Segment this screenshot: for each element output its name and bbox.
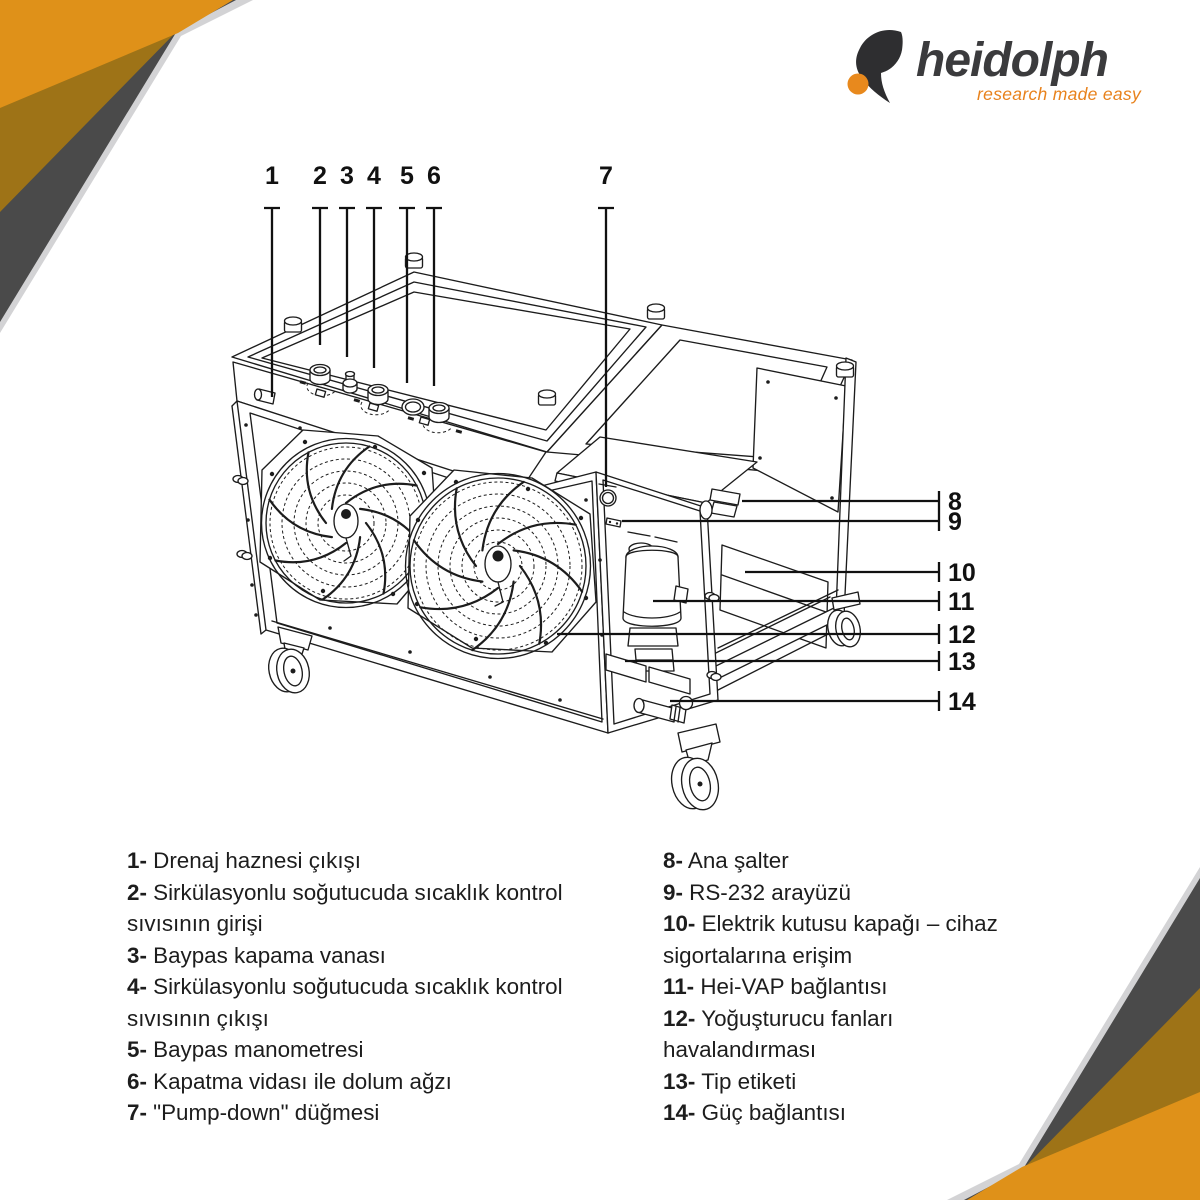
main-switch-knob xyxy=(699,488,741,520)
svg-text:9: 9 xyxy=(948,508,962,536)
svg-text:8: 8 xyxy=(948,488,962,516)
tray-bumper-icon xyxy=(283,316,303,333)
caster-front-right xyxy=(670,723,721,811)
svg-text:14: 14 xyxy=(948,688,976,716)
filler-port xyxy=(428,401,450,424)
legend-item-10: 10- Elektrik kutusu kapağı – cihaz sigor… xyxy=(663,911,998,968)
bypass-manometer xyxy=(401,398,425,416)
callout-7: 7 xyxy=(598,162,614,487)
panel-bolt-icon xyxy=(232,474,249,486)
svg-text:11: 11 xyxy=(948,588,975,616)
caster-left xyxy=(268,626,313,694)
legend-item-3: 3- Baypas kapama vanası xyxy=(127,942,386,968)
caster-rear-right xyxy=(827,591,861,648)
legend-item-13: 13- Tip etiketi xyxy=(663,1068,797,1094)
legend-item-9: 9- RS-232 arayüzü xyxy=(663,879,851,905)
rs232-port xyxy=(605,517,622,528)
condenser-fan-left xyxy=(259,429,439,609)
condenser-fan-right xyxy=(404,469,597,660)
legend-column-left: 1- Drenaj haznesi çıkışı 2- Sirkülasyonl… xyxy=(127,845,632,1129)
heidolph-logo: heidolph research made easy xyxy=(847,29,1142,104)
recirculating-chiller-diagram xyxy=(231,252,861,811)
legend-column-right: 8- Ana şalter 9- RS-232 arayüzü 10- Elek… xyxy=(663,845,1103,1129)
callout-8: 8 xyxy=(742,488,962,516)
callout-14: 14 xyxy=(670,688,976,716)
legend-item-2: 2- Sirkülasyonlu soğutucuda sıcaklık kon… xyxy=(127,879,563,937)
front-panel xyxy=(231,388,609,734)
corner-decoration-top-left xyxy=(0,0,253,333)
rear-wall-panel xyxy=(752,367,847,513)
callouts-right: 8 9 10 11 12 13 14 xyxy=(557,488,976,716)
svg-text:12: 12 xyxy=(948,621,976,649)
frame-bumper-icon xyxy=(835,361,855,378)
callout-12: 12 xyxy=(557,621,976,649)
callout-3: 3 xyxy=(339,162,355,357)
svg-text:6: 6 xyxy=(427,162,441,190)
legend-item-6: 6- Kapatma vidası ile dolum ağzı xyxy=(127,1068,452,1094)
corner-decoration-bottom-right xyxy=(947,867,1200,1200)
callout-6: 6 xyxy=(426,162,442,386)
coolant-inlet-port xyxy=(309,363,331,386)
svg-text:5: 5 xyxy=(400,162,414,190)
callouts-top: 1 2 3 4 5 6 7 xyxy=(264,162,614,487)
logo-dot-icon xyxy=(847,73,869,95)
legend-item-8: 8- Ana şalter xyxy=(663,848,789,873)
drain-outlet xyxy=(253,388,276,405)
panel-bolt-icon xyxy=(706,670,722,682)
legend-item-12: 12- Yoğuşturucu fanları havalandırması xyxy=(663,1005,894,1063)
callout-10: 10 xyxy=(745,559,976,587)
electric-box xyxy=(717,544,841,691)
svg-text:7: 7 xyxy=(599,162,613,190)
tray-bumper-icon xyxy=(646,303,666,320)
svg-text:2: 2 xyxy=(313,162,327,190)
callout-5: 5 xyxy=(399,162,415,383)
svg-text:10: 10 xyxy=(948,559,976,587)
legend-item-14: 14- Güç bağlantısı xyxy=(663,1100,846,1125)
callout-9: 9 xyxy=(622,508,962,536)
pump-down-button xyxy=(598,483,617,507)
logo-tagline: research made easy xyxy=(977,84,1142,104)
panel-bolt-icon xyxy=(236,549,253,561)
tray-bumper-icon xyxy=(404,252,424,269)
callout-4: 4 xyxy=(366,162,382,368)
legend-item-11: 11- Hei-VAP bağlantısı xyxy=(663,974,888,999)
svg-text:4: 4 xyxy=(367,162,381,190)
svg-text:3: 3 xyxy=(340,162,354,190)
legend-item-7: 7- "Pump-down" düğmesi xyxy=(127,1100,380,1125)
tray-bumper-icon xyxy=(537,389,557,406)
callout-11: 11 xyxy=(653,588,975,616)
bypass-valve xyxy=(342,370,358,394)
logo-wordmark: heidolph xyxy=(916,34,1108,87)
callout-2: 2 xyxy=(312,162,328,345)
callout-13: 13 xyxy=(625,648,976,676)
side-panel xyxy=(595,471,722,734)
coolant-outlet-port xyxy=(367,383,389,406)
svg-text:13: 13 xyxy=(948,648,976,676)
svg-text:1: 1 xyxy=(265,162,279,190)
legend-item-1: 1- Drenaj haznesi çıkışı xyxy=(127,848,361,873)
legend-item-5: 5- Baypas manometresi xyxy=(127,1037,364,1062)
callout-1: 1 xyxy=(264,162,280,397)
power-connector xyxy=(633,695,694,724)
legend-item-4: 4- Sirkülasyonlu soğutucuda sıcaklık kon… xyxy=(127,974,563,1031)
